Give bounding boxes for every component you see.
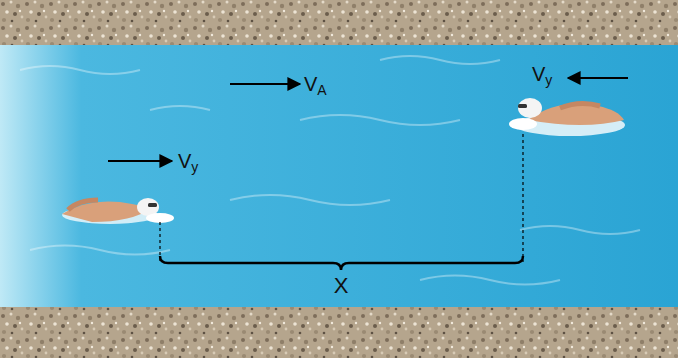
swimmer-left [62,198,174,224]
distance-label: X [334,275,349,297]
velocity-arrow [568,77,628,79]
dashed-line [522,134,523,262]
velocity-label: V [304,74,317,94]
water-waves [20,56,640,285]
water [0,45,678,307]
velocity-label: V [532,64,545,84]
distance-bracket [160,256,523,270]
velocity-arrow [108,160,172,162]
swimmer-right [509,98,625,136]
velocity-label: V [178,151,191,171]
velocity-subscript: y [545,73,552,87]
velocity-arrow [230,83,300,85]
velocity-subscript: y [191,160,198,174]
velocity-subscript: A [317,83,326,97]
